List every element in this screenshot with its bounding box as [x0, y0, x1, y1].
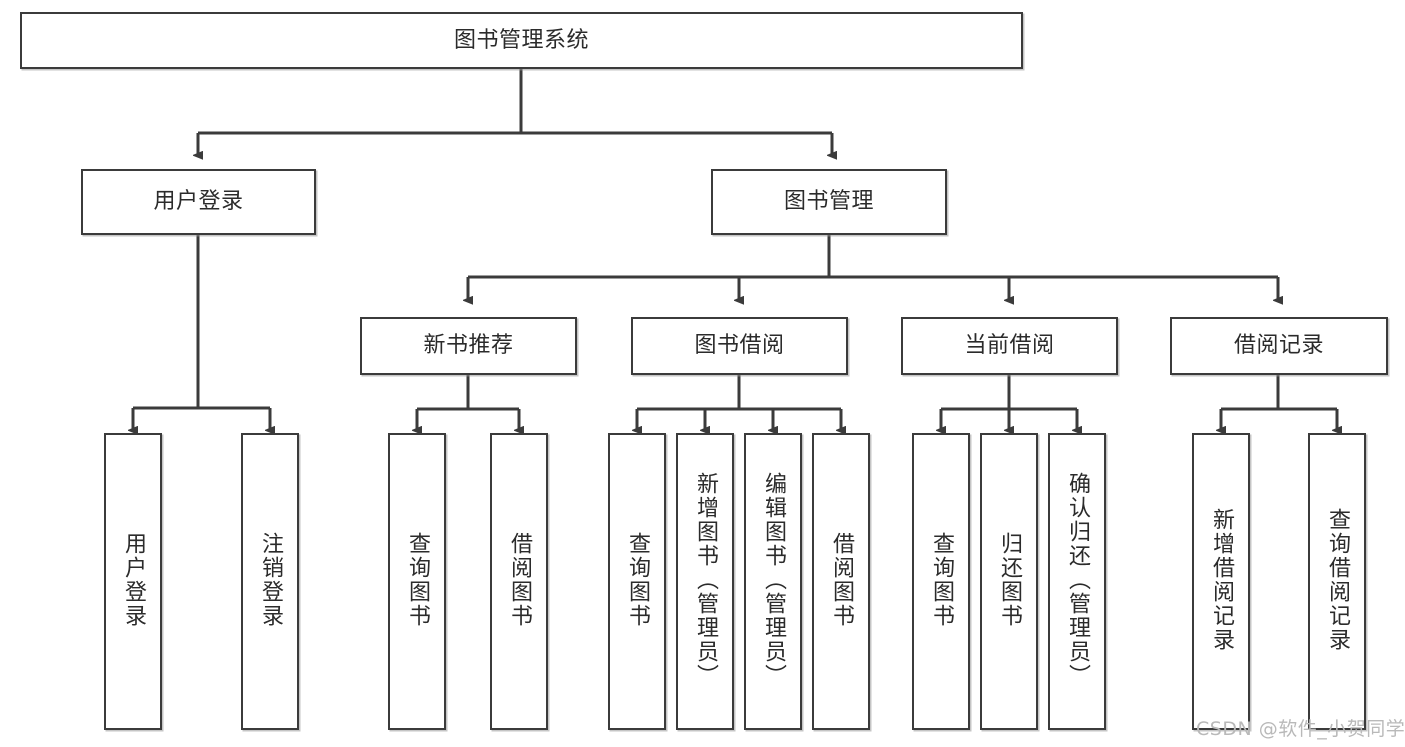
leaf-borrow-book-recommend[interactable]: 借阅图书 [490, 433, 548, 730]
leaf-add-borrow-record[interactable]: 新增借阅记录 [1192, 433, 1250, 730]
leaf-edit-book-admin[interactable]: 编辑图书（管理员） [744, 433, 802, 730]
node-label: 注销登录 [257, 531, 283, 628]
node-label: 编辑图书（管理员） [760, 471, 786, 688]
leaf-query-book-borrow[interactable]: 查询图书 [608, 433, 666, 730]
node-label: 图书管理系统 [453, 27, 589, 53]
leaf-confirm-return-admin[interactable]: 确认归还（管理员） [1048, 433, 1106, 730]
node-label: 借阅图书 [828, 531, 854, 628]
node-label: 查询图书 [928, 531, 954, 628]
node-label: 当前借阅 [964, 333, 1055, 359]
node-label: 新书推荐 [423, 333, 514, 359]
leaf-add-book-admin[interactable]: 新增图书（管理员） [676, 433, 734, 730]
leaf-return-book[interactable]: 归还图书 [980, 433, 1038, 730]
node-label: 查询图书 [404, 531, 430, 628]
node-label: 查询借阅记录 [1324, 507, 1350, 652]
leaf-borrow-book[interactable]: 借阅图书 [812, 433, 870, 730]
node-book-borrow[interactable]: 图书借阅 [631, 317, 848, 375]
node-current-borrow[interactable]: 当前借阅 [901, 317, 1118, 375]
leaf-user-login[interactable]: 用户登录 [104, 433, 162, 730]
node-new-book-recommend[interactable]: 新书推荐 [360, 317, 577, 375]
node-book-management[interactable]: 图书管理 [711, 169, 947, 235]
leaf-query-book-recommend[interactable]: 查询图书 [388, 433, 446, 730]
node-label: 新增借阅记录 [1208, 507, 1234, 652]
node-label: 归还图书 [996, 531, 1022, 628]
csdn-watermark: CSDN @软件_小贺同学 [1196, 718, 1405, 740]
node-label: 图书借阅 [694, 333, 785, 359]
leaf-logout[interactable]: 注销登录 [241, 433, 299, 730]
node-label: 查询图书 [624, 531, 650, 628]
node-label: 确认归还（管理员） [1064, 471, 1090, 688]
node-label: 图书管理 [783, 189, 874, 215]
node-label: 借阅图书 [506, 531, 532, 628]
node-user-login[interactable]: 用户登录 [81, 169, 316, 235]
node-label: 用户登录 [153, 189, 244, 215]
leaf-query-borrow-record[interactable]: 查询借阅记录 [1308, 433, 1366, 730]
leaf-query-book-current[interactable]: 查询图书 [912, 433, 970, 730]
node-borrow-record[interactable]: 借阅记录 [1170, 317, 1388, 375]
node-label: 用户登录 [120, 531, 146, 628]
node-label: 新增图书（管理员） [692, 471, 718, 688]
node-label: 借阅记录 [1233, 333, 1324, 359]
node-book-management-system[interactable]: 图书管理系统 [20, 12, 1023, 69]
